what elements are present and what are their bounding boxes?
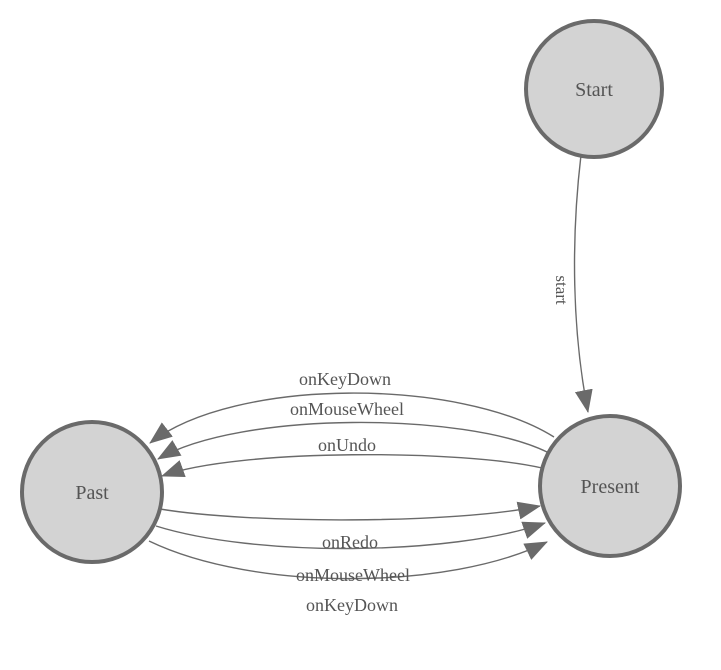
edge-label-layer: start onKeyDown onMouseWheel onUndo onRe… (290, 275, 571, 615)
edge-label-onkeydown-bottom: onKeyDown (306, 595, 398, 615)
edge-past-to-present-onredo[interactable] (159, 501, 541, 521)
edge-label-onundo: onUndo (318, 435, 376, 455)
edge-label-onredo: onRedo (322, 532, 378, 552)
edge-label-onmousewheel-top: onMouseWheel (290, 399, 404, 419)
node-past[interactable]: Past (20, 420, 164, 564)
edge-label-onmousewheel-bottom: onMouseWheel (296, 565, 410, 585)
edge-present-to-past-onmousewheel[interactable] (157, 421, 548, 460)
node-start-label: Start (575, 79, 613, 101)
node-present-circle[interactable] (538, 414, 682, 558)
edge-past-to-present-onmousewheel[interactable] (155, 521, 546, 550)
edge-present-to-past-onkeydown[interactable] (149, 392, 555, 444)
edge-past-to-present-onkeydown[interactable] (148, 540, 548, 580)
node-present[interactable]: Present (538, 414, 682, 558)
node-past-label: Past (75, 482, 109, 504)
node-past-circle[interactable] (20, 420, 164, 564)
edge-layer (148, 154, 593, 580)
edge-label-start: start (552, 275, 571, 305)
node-start-circle[interactable] (524, 19, 664, 159)
edge-start-to-present[interactable] (573, 154, 593, 413)
edge-label-onkeydown-top: onKeyDown (299, 369, 391, 389)
edge-present-to-past-onundo[interactable] (161, 453, 543, 478)
node-present-label: Present (581, 476, 640, 498)
node-start[interactable]: Start (524, 19, 664, 159)
